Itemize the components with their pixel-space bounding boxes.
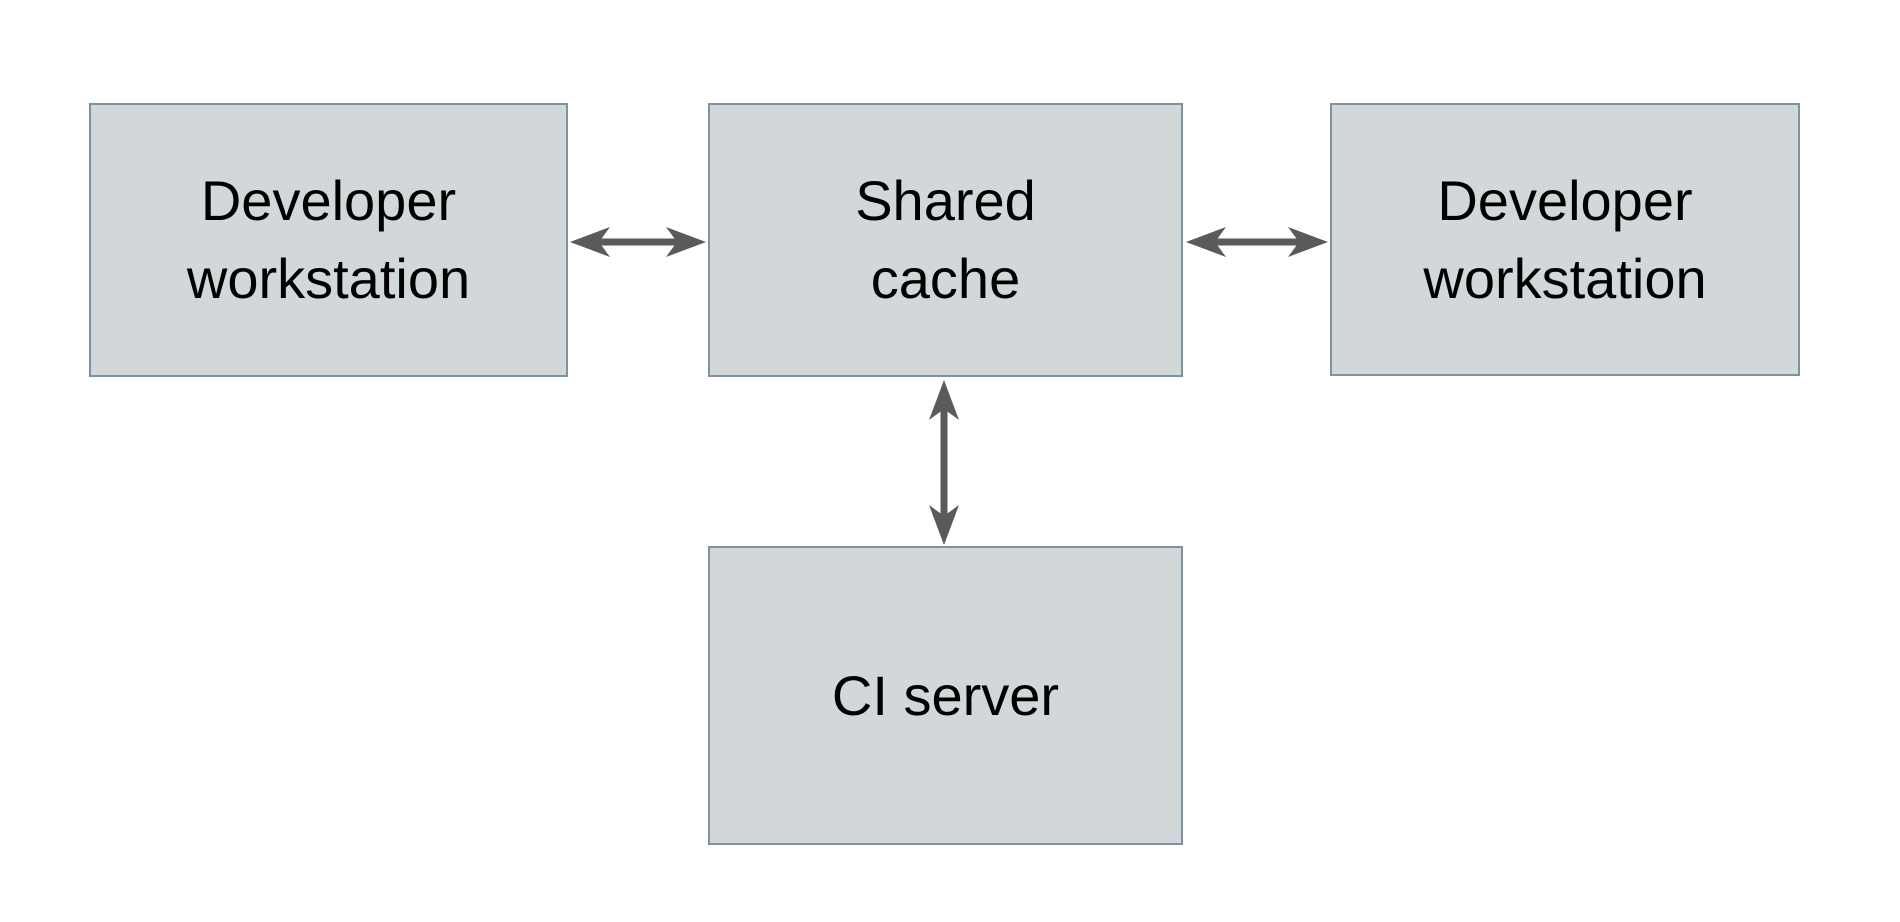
arrowhead-right-icon <box>1288 227 1328 257</box>
arrowhead-left-icon <box>570 227 610 257</box>
node-developer-workstation-left: Developer workstation <box>89 103 568 377</box>
node-label-line: CI server <box>831 663 1060 727</box>
double-arrow-left-cache <box>570 227 706 257</box>
node-label-line: Shared <box>855 169 1036 232</box>
node-label-line: Developer <box>200 169 457 232</box>
arrowhead-left-icon <box>1186 227 1226 257</box>
arrowhead-right-icon <box>666 227 706 257</box>
node-label-line: workstation <box>186 247 471 310</box>
node-label-line: Developer <box>1437 168 1693 232</box>
arrowhead-down-icon <box>929 505 959 545</box>
double-arrow-cache-ci <box>929 380 959 545</box>
node-developer-workstation-right: Developer workstation <box>1330 103 1800 376</box>
node-shared-cache: Shared cache <box>708 103 1183 377</box>
node-label-line: cache <box>870 247 1021 310</box>
double-arrow-cache-right <box>1186 227 1328 257</box>
node-label-line: workstation <box>1423 246 1707 310</box>
arrowhead-up-icon <box>929 380 959 420</box>
node-ci-server: CI server <box>708 546 1183 845</box>
